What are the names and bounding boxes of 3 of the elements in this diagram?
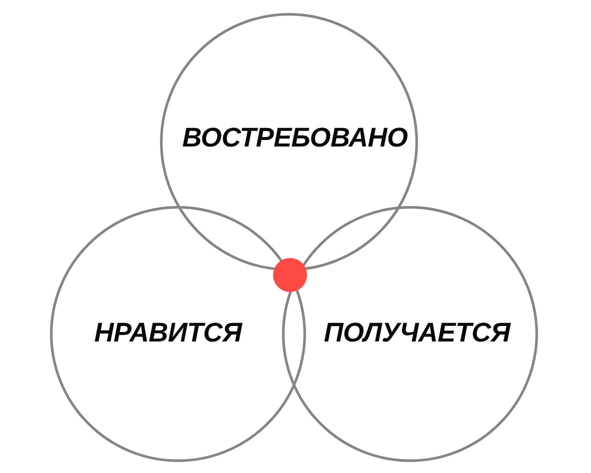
circle-label: ПОЛУЧАЕТСЯ — [324, 320, 510, 346]
circle-label: ВОСТРЕБОВАНО — [182, 124, 408, 152]
circle-label: НРАВИТСЯ — [94, 320, 242, 346]
